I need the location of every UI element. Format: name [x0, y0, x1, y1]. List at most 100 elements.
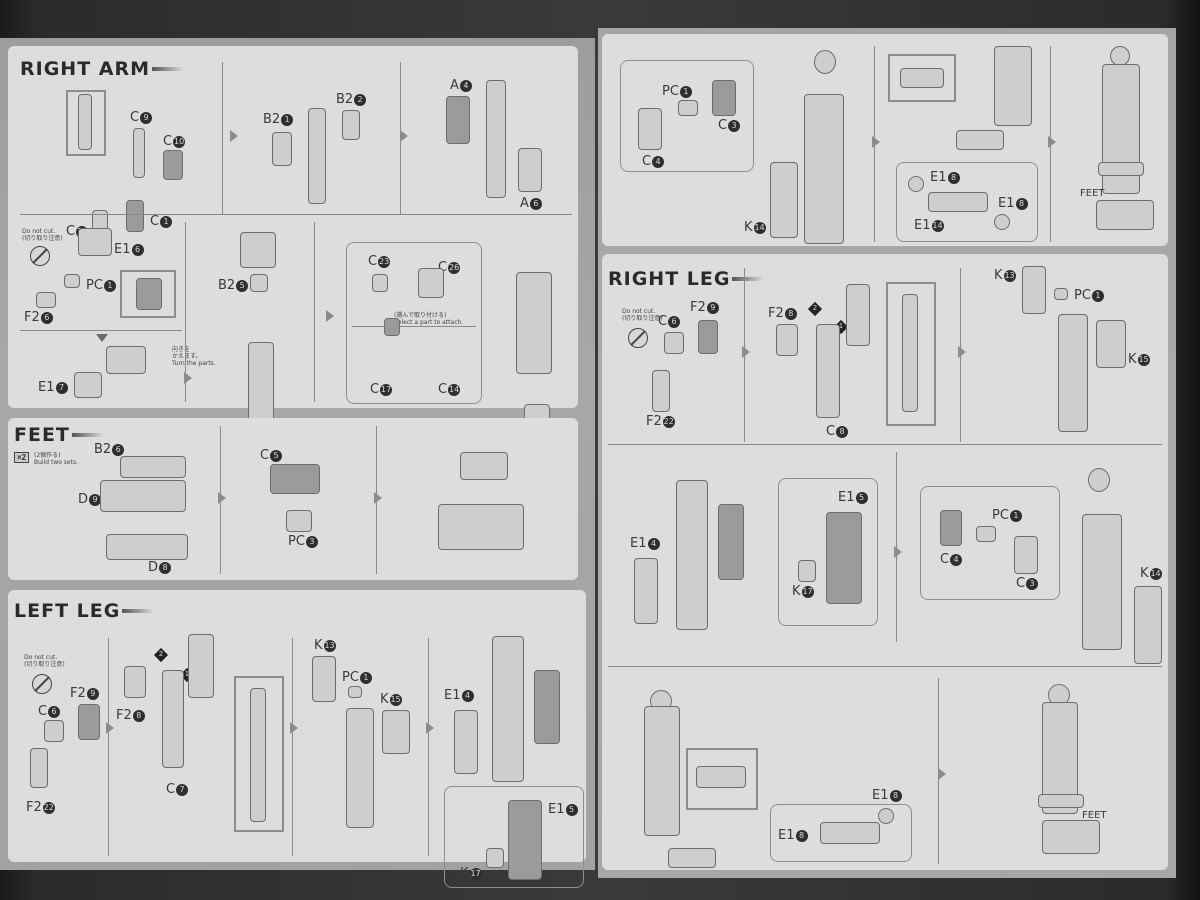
divider: [20, 214, 572, 215]
divider: [608, 444, 1162, 445]
hip-joint: [1110, 46, 1130, 66]
ankle-detail: [900, 68, 944, 88]
part-c7-detail: [250, 688, 266, 822]
next-arrow: [742, 346, 750, 358]
divider: [608, 666, 1162, 667]
foot-assembled: [1042, 820, 1100, 854]
leg-assembly: [804, 94, 844, 244]
order-badge-2: 2: [153, 647, 169, 663]
part-c6: [664, 332, 684, 354]
part-k14: [1134, 586, 1162, 664]
part-e17: [74, 372, 102, 398]
next-arrow: [230, 130, 238, 142]
detail-callout: [920, 486, 1060, 600]
left-page: RIGHT ARM C9 C10 C11 C1 B21 B22 A4 A6 Do…: [0, 38, 595, 888]
part-d9: [100, 480, 186, 512]
part-k14: [770, 162, 798, 238]
next-arrow: [400, 130, 408, 142]
part-e15-detail: [508, 800, 542, 880]
part-c3: [1014, 536, 1038, 574]
part-f28: [124, 666, 146, 698]
part-e14: [928, 192, 988, 212]
part-c4: [638, 108, 662, 150]
leg-assembly: [346, 708, 374, 828]
part-c7: [162, 670, 184, 768]
part-c10: [163, 150, 183, 180]
section-title-right-leg: RIGHT LEG: [608, 268, 766, 290]
part-d8: [106, 534, 188, 560]
part-k17: [486, 848, 504, 868]
down-arrow: [96, 334, 108, 342]
part-c26: [418, 268, 444, 298]
foot-assembled: [438, 504, 524, 550]
next-arrow: [894, 546, 902, 558]
leg-assembly: [1082, 514, 1122, 650]
part-pc1: [1054, 288, 1068, 300]
divider: [292, 638, 293, 856]
part-c4: [940, 510, 962, 546]
no-cut-icon: [628, 328, 648, 348]
detail-callout: [444, 786, 584, 888]
foot-assembled: [1096, 200, 1154, 230]
next-arrow: [326, 310, 334, 322]
detail-callout: [778, 478, 878, 626]
divider: [428, 638, 429, 856]
feet-reference-label: FEET: [1080, 188, 1105, 199]
part-k15: [382, 710, 410, 754]
part-f22: [652, 370, 670, 412]
part-f29: [698, 320, 718, 354]
part-k13: [312, 656, 336, 702]
part-e15-detail: [826, 512, 862, 604]
divider: [185, 222, 186, 402]
part-b26: [120, 456, 186, 478]
part-e18: [908, 176, 924, 192]
part-pc1: [678, 100, 698, 116]
section-title-right-arm: RIGHT ARM: [20, 58, 185, 80]
part-e15: [534, 670, 560, 744]
build-two-note: (2個作る)Build two sets.: [34, 452, 79, 466]
next-arrow: [218, 492, 226, 504]
part-c23: [372, 274, 388, 292]
select-callout: [346, 242, 482, 404]
part-c1: [126, 200, 144, 232]
part-c5: [270, 464, 320, 494]
knee-part: [188, 634, 214, 698]
part-pc3: [286, 510, 312, 532]
select-icon: [384, 318, 400, 336]
foot-top: [460, 452, 508, 480]
part-c9-detail: [78, 94, 92, 150]
ankle-assembled: [1038, 794, 1084, 808]
shoulder-part: [240, 232, 276, 268]
next-arrow: [374, 492, 382, 504]
ankle-detail: [696, 766, 746, 788]
next-arrow: [184, 372, 192, 384]
right-arm-panel: RIGHT ARM C9 C10 C11 C1 B21 B22 A4 A6 Do…: [8, 46, 578, 432]
do-not-cut-note: Do not cut.(切り取り注意): [622, 308, 663, 322]
